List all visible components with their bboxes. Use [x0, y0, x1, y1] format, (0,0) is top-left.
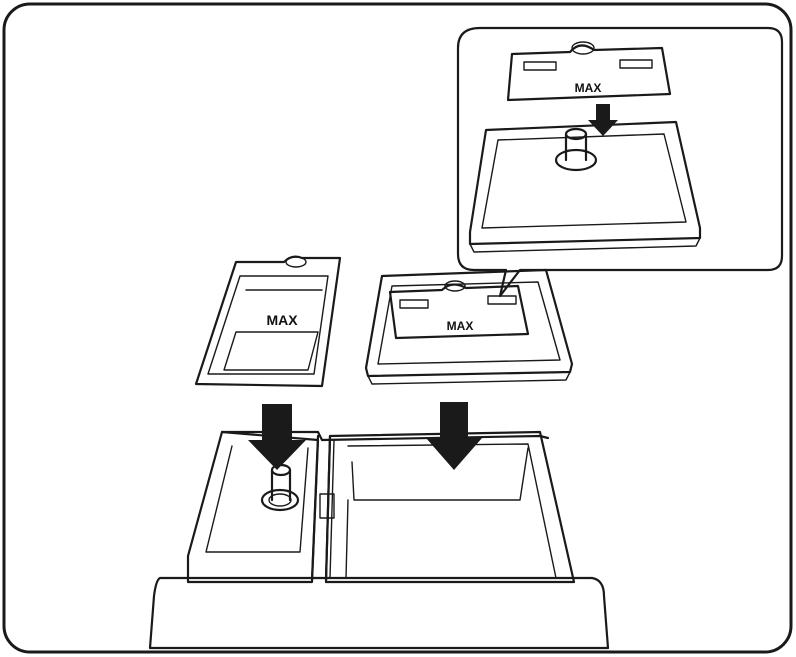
outer-frame [4, 4, 791, 652]
max-label-left: MAX [266, 312, 298, 328]
max-label-callout: MAX [575, 81, 602, 95]
max-label-middle: MAX [447, 319, 474, 333]
